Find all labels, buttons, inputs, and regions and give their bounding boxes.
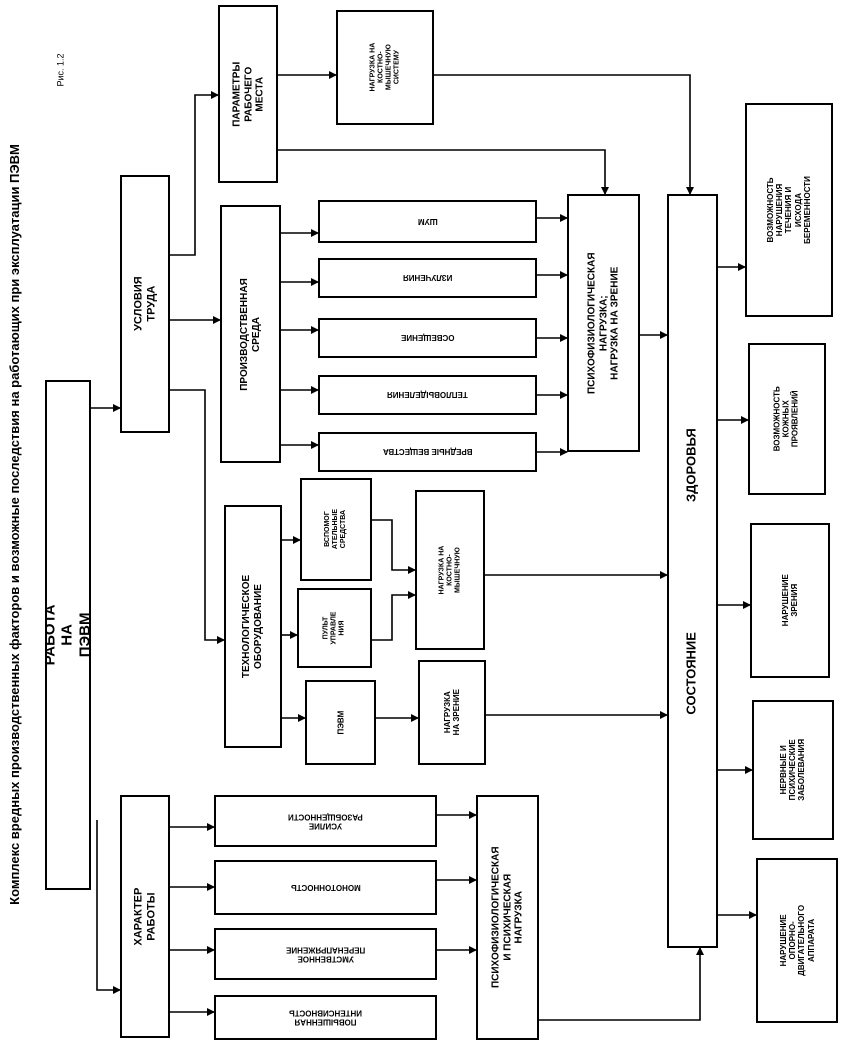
narushenie-oporno-label: НАРУШЕНИЕ ОПОРНО- ДВИГАТЕЛЬНОГО АППАРАТА — [778, 905, 816, 976]
pult-upravleniya-label: ПУЛЬТ УПРАВЛЕ НИЯ — [322, 611, 346, 645]
umstvennoe-label: УМСТВЕННОЕ ПЕРЕНАПРЯЖЕНИЕ — [285, 945, 366, 964]
nagruzka-kostno-top-label: НАГРУЗКА НА КОСТНО- МЫШЕЧНУЮ СИСТЕМУ — [368, 43, 401, 92]
nagruzka-na-zrenie-box: НАГРУЗКА НА ЗРЕНИЕ — [418, 660, 486, 765]
shum-box: ШУМ — [318, 200, 537, 243]
vozm-beremennost-box: ВОЗМОЖНОСТЬ НАРУШЕНИЯ ТЕЧЕНИЯ И ИСХОДА Б… — [745, 103, 833, 317]
monotonnost-label: МОНОТОННОСТЬ — [290, 883, 361, 893]
rabota-pevm-box: РАБОТА НА ПЭВМ — [45, 380, 91, 890]
edge-pult-kostno — [372, 591, 416, 641]
izlucheniya-box: ИЗЛУЧЕНИЯ — [318, 258, 537, 298]
edge-usloviya-tehn — [170, 389, 225, 644]
usilie-box: УСИЛИЕ РАЗОБЩЕННОСТИ — [214, 795, 437, 847]
sostoyanie-zdorovya-label: СОСТОЯНИЕ ЗДОРОВЬЯ — [684, 427, 700, 715]
povyshennaya-label: ПОВЫШЕННАЯ ИНТЕНСИВНОСТЬ — [288, 1008, 363, 1027]
nagruzka-kostno-top-box: НАГРУЗКА НА КОСТНО- МЫШЕЧНУЮ СИСТЕМУ — [336, 10, 434, 125]
pevm-box: ПЭВМ — [305, 680, 376, 765]
nagruzka-kostno-mid-label: НАГРУЗКА НА КОСТНО- МЫШЕЧНУЮ — [437, 545, 462, 595]
proizvodstvennaya-sreda-box: ПРОИЗВОДСТВЕННАЯ СРЕДА — [220, 205, 281, 463]
osveshchenie-box: ОСВЕЩЕНИЕ — [318, 318, 537, 358]
edge-rabota-harakter — [96, 820, 121, 994]
edge-usloviya-parametry — [170, 91, 219, 256]
edge-kostno-sostoyanie — [434, 74, 694, 195]
edge-parametry-psiho — [278, 149, 609, 195]
narushenie-zreniya-label: НАРУШЕНИЕ ЗРЕНИЯ — [780, 574, 799, 627]
nagruzka-na-zrenie-label: НАГРУЗКА НА ЗРЕНИЕ — [442, 689, 461, 736]
vozm-kozhnye-label: ВОЗМОЖНОСТЬ КОЖНЫХ ПРОЯВЛЕНИЙ — [773, 386, 801, 452]
psihofiz-nagruzka-top-box: ПСИХОФИЗИОЛОГИЧЕСКАЯ НАГРУЗКА; НАГРУЗКА … — [567, 194, 640, 452]
nagruzka-kostno-mid-box: НАГРУЗКА НА КОСТНО- МЫШЕЧНУЮ — [415, 490, 485, 650]
edge-psiho-bottom-sostoyanie — [539, 947, 704, 1021]
narushenie-oporno-box: НАРУШЕНИЕ ОПОРНО- ДВИГАТЕЛЬНОГО АППАРАТА — [756, 858, 838, 1023]
tehnologicheskoe-oborudovanie-box: ТЕХНОЛОГИЧЕСКОЕ ОБОРУДОВАНИЕ — [224, 505, 282, 748]
vozm-kozhnye-box: ВОЗМОЖНОСТЬ КОЖНЫХ ПРОЯВЛЕНИЙ — [748, 343, 826, 495]
izlucheniya-label: ИЗЛУЧЕНИЯ — [402, 273, 453, 283]
usloviya-truda-label: УСЛОВИЯ ТРУДА — [132, 276, 158, 332]
vrednye-veshchestva-box: ВРЕДНЫЕ ВЕЩЕСТВА — [318, 432, 537, 472]
nervnye-zabolevaniya-box: НЕРВНЫЕ И ПСИХИЧЕСКИЕ ЗАБОЛЕВАНИЯ — [752, 700, 834, 840]
edge-vspomog-kostno — [372, 519, 416, 574]
vspomogatelnye-label: ВСПОМОГ АТЕЛЬНЫЕ СРЕДСТВА — [323, 509, 348, 550]
teplovydeleniya-box: ТЕПЛОВЫДЕЛЕНИЯ — [318, 375, 537, 415]
narushenie-zreniya-box: НАРУШЕНИЕ ЗРЕНИЯ — [750, 523, 830, 678]
vozm-beremennost-label: ВОЗМОЖНОСТЬ НАРУШЕНИЯ ТЕЧЕНИЯ И ИСХОДА Б… — [766, 176, 812, 244]
usloviya-truda-box: УСЛОВИЯ ТРУДА — [120, 175, 170, 433]
nervnye-zabolevaniya-label: НЕРВНЫЕ И ПСИХИЧЕСКИЕ ЗАБОЛЕВАНИЯ — [779, 739, 807, 801]
proizvodstvennaya-sreda-label: ПРОИЗВОДСТВЕННАЯ СРЕДА — [239, 277, 262, 391]
sostoyanie-zdorovya-box: СОСТОЯНИЕ ЗДОРОВЬЯ — [667, 194, 718, 948]
rabota-pevm-label: РАБОТА НА ПЭВМ — [45, 604, 91, 666]
pevm-label: ПЭВМ — [335, 710, 345, 735]
umstvennoe-box: УМСТВЕННОЕ ПЕРЕНАПРЯЖЕНИЕ — [214, 928, 437, 980]
teplovydeleniya-label: ТЕПЛОВЫДЕЛЕНИЯ — [387, 390, 468, 400]
pult-upravleniya-box: ПУЛЬТ УПРАВЛЕ НИЯ — [297, 588, 372, 668]
harakter-raboty-box: ХАРАКТЕР РАБОТЫ — [120, 795, 170, 1038]
vspomogatelnye-box: ВСПОМОГ АТЕЛЬНЫЕ СРЕДСТВА — [300, 478, 372, 581]
parametry-box: ПАРАМЕТРЫ РАБОЧЕГО МЕСТА — [218, 5, 278, 183]
psihofiz-nagruzka-bottom-box: ПСИХОФИЗИОЛОГИЧЕСКАЯ И ПСИХИЧЕСКАЯ НАГРУ… — [476, 795, 539, 1040]
parametry-label: ПАРАМЕТРЫ РАБОЧЕГО МЕСТА — [230, 61, 265, 127]
usilie-label: УСИЛИЕ РАЗОБЩЕННОСТИ — [288, 812, 363, 831]
psihofiz-nagruzka-bottom-label: ПСИХОФИЗИОЛОГИЧЕСКАЯ И ПСИХИЧЕСКАЯ НАГРУ… — [490, 846, 525, 989]
vrednye-veshchestva-label: ВРЕДНЫЕ ВЕЩЕСТВА — [382, 447, 473, 457]
shum-label: ШУМ — [417, 217, 438, 227]
psihofiz-nagruzka-top-label: ПСИХОФИЗИОЛОГИЧЕСКАЯ НАГРУЗКА; НАГРУЗКА … — [586, 252, 621, 394]
tehnologicheskoe-oborudovanie-label: ТЕХНОЛОГИЧЕСКОЕ ОБОРУДОВАНИЕ — [241, 574, 265, 679]
osveshchenie-label: ОСВЕЩЕНИЕ — [400, 333, 455, 343]
povyshennaya-box: ПОВЫШЕННАЯ ИНТЕНСИВНОСТЬ — [214, 995, 437, 1040]
harakter-raboty-label: ХАРАКТЕР РАБОТЫ — [132, 887, 158, 946]
monotonnost-box: МОНОТОННОСТЬ — [214, 860, 437, 915]
